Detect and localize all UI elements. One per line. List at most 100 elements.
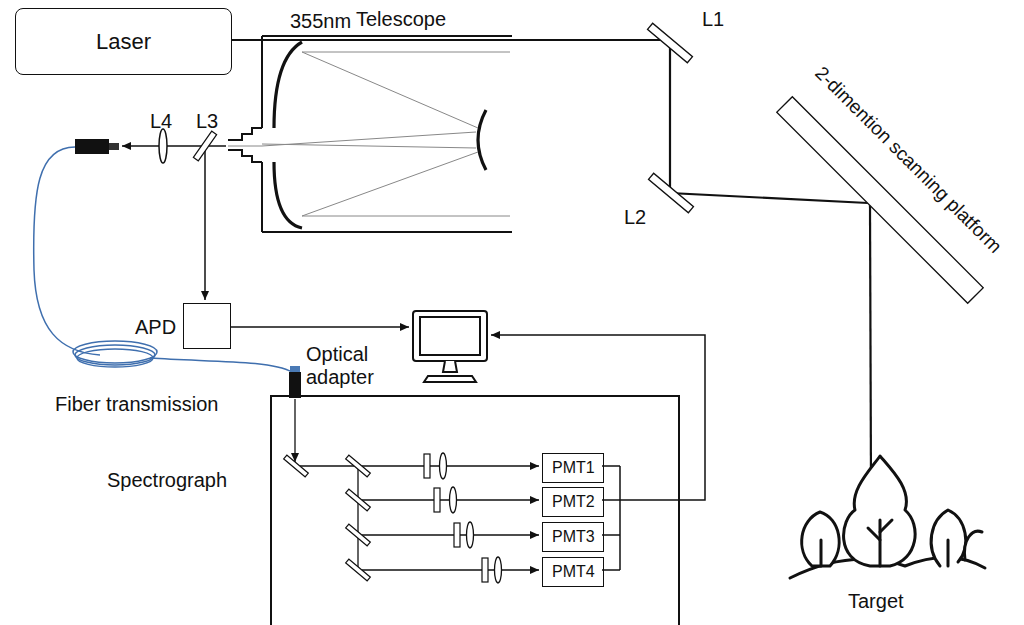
- signal-lines: [602, 465, 620, 467]
- pmt-box: PMT1: [542, 453, 604, 483]
- node-label: PMT2: [552, 493, 595, 511]
- signal-lines: [231, 326, 409, 328]
- dichroic-mirrors: [346, 455, 371, 477]
- telescope-tube: [228, 36, 512, 232]
- optical-adapter: [289, 366, 301, 398]
- fiber-label: Fiber transmission: [55, 393, 218, 416]
- primary-mirror: [274, 42, 302, 228]
- spectrograph-beams: [295, 399, 539, 570]
- optical-fiber: [77, 349, 153, 367]
- signal-lines: [491, 335, 705, 500]
- dichroic-mirrors: [346, 559, 371, 581]
- spectrograph-beams: [296, 465, 539, 466]
- target-trees: [868, 528, 880, 540]
- mirror-label: L3: [196, 110, 218, 133]
- collimating-path: [204, 148, 206, 300]
- laser-box: Laser: [15, 8, 232, 75]
- telescope-tube: [262, 35, 512, 37]
- dichroic-mirrors: [346, 489, 371, 511]
- dichroic-mirrors: [284, 455, 371, 581]
- spectrograph-beams: [294, 399, 295, 462]
- signal-lines: [602, 534, 620, 536]
- telescope-rays: [302, 52, 510, 128]
- detector-box: APD: [183, 303, 231, 349]
- filters: [482, 558, 488, 582]
- laser-beam: [232, 40, 871, 488]
- secondary-mirror: [478, 110, 486, 170]
- fiber-connector: [75, 139, 109, 154]
- node-label: PMT4: [552, 563, 595, 581]
- target-trees: [931, 510, 966, 566]
- telescope-tube: [228, 128, 262, 140]
- telescope-tube: [261, 36, 263, 128]
- computer-monitor: [443, 361, 457, 372]
- pmt-box: PMT4: [542, 557, 604, 587]
- telescope-label: Telescope: [356, 8, 446, 31]
- spectrograph-beams: [358, 499, 539, 500]
- primary-mirror: [274, 42, 302, 128]
- spectrograph-beams: [358, 534, 539, 535]
- computer-monitor: [424, 376, 476, 382]
- mirror-l1: [648, 23, 693, 63]
- optical-fiber: [75, 345, 155, 365]
- mirror-l2: [649, 173, 694, 213]
- dichroic-mirrors: [284, 455, 309, 477]
- signal-lines: [602, 499, 620, 501]
- node-label: PMT1: [552, 459, 595, 477]
- lenses: [440, 453, 447, 479]
- target-trees: [879, 520, 882, 566]
- filters: [454, 523, 460, 547]
- lenses: [467, 522, 474, 548]
- telescope-rays: [262, 144, 476, 148]
- telescope-tube: [261, 162, 263, 232]
- target-trees: [844, 456, 916, 566]
- spectrograph-beams: [358, 569, 539, 570]
- optical-adapter: [290, 366, 300, 372]
- node-label: Laser: [96, 29, 151, 54]
- filters: [434, 488, 440, 512]
- lens-label: L4: [150, 110, 172, 133]
- spectrograph-box: SpectrographPMT1PMT2PMT3PMT4: [270, 395, 680, 625]
- target-trees: [820, 540, 823, 566]
- node-label: Spectrograph: [107, 469, 227, 492]
- telescope-tube: [228, 150, 262, 162]
- optical-fiber: [34, 147, 292, 372]
- pmt-box: PMT2: [542, 487, 604, 517]
- filters: [424, 454, 430, 478]
- filters: [424, 454, 488, 582]
- computer-monitor: [420, 317, 480, 355]
- optical-fiber: [34, 147, 100, 355]
- laser-beam: [870, 205, 871, 488]
- target-trees: [880, 520, 892, 532]
- node-label: PMT3: [552, 528, 595, 546]
- node-label: APD: [135, 316, 176, 339]
- primary-mirror: [274, 162, 302, 228]
- dichroic-mirrors: [346, 524, 371, 546]
- laser-beam: [232, 40, 868, 203]
- lenses: [450, 487, 457, 513]
- telescope-rays: [302, 152, 510, 216]
- mirror-l1: [648, 23, 693, 63]
- mirror-l2: [649, 173, 694, 213]
- optical-fiber: [150, 358, 292, 372]
- fiber-connector: [75, 139, 119, 154]
- signal-lines: [619, 466, 621, 570]
- collimating-path: [122, 146, 226, 300]
- signal-lines: [231, 327, 705, 570]
- target-label: Target: [848, 590, 904, 613]
- target-trees: [790, 456, 985, 578]
- computer-monitor: [413, 311, 487, 382]
- lenses: [495, 557, 502, 583]
- platform-label: 2-dimention scanning platform: [811, 62, 1006, 257]
- telescope-rays: [228, 52, 510, 216]
- signal-lines: [602, 569, 620, 571]
- lens-l4: [159, 129, 167, 163]
- secondary-mirror: [478, 110, 486, 170]
- target-trees: [947, 540, 950, 566]
- wavelength-label: 355nm: [290, 10, 351, 33]
- telescope-tube: [262, 231, 512, 233]
- fiber-connector: [109, 143, 119, 150]
- target-trees: [802, 512, 839, 566]
